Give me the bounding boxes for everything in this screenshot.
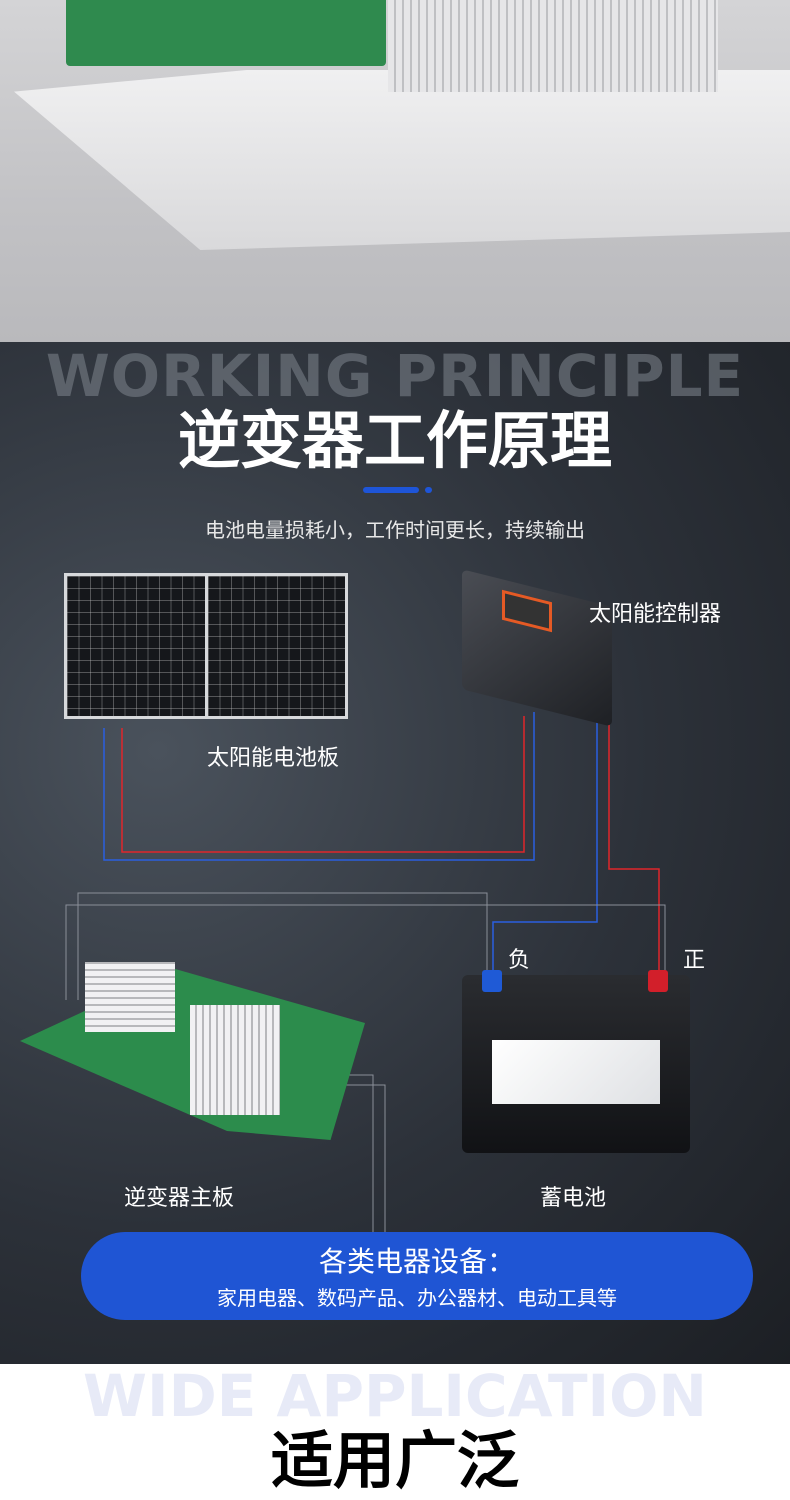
controller-label: 太阳能控制器 (589, 602, 722, 627)
solar-panel-label: 太阳能电池板 (207, 746, 340, 771)
inverter-label: 逆变器主板 (124, 1186, 235, 1211)
section-subtitle: 电池电量损耗小，工作时间更长，持续输出 (205, 518, 585, 542)
solar-panel-image (64, 573, 348, 719)
wire-controller-positive (608, 680, 660, 975)
working-principle-section (0, 342, 790, 1364)
negative-terminal (482, 970, 502, 992)
appliances-banner: 各类电器设备： 家用电器、数码产品、办公器材、电动工具等 (81, 1232, 753, 1320)
wire-inverter-negative (77, 892, 488, 1000)
battery-label: 蓄电池 (540, 1186, 607, 1211)
heatsink-photo (388, 0, 718, 92)
wire-panel-positive (121, 716, 525, 853)
negative-label: 负 (508, 948, 531, 973)
appliances-title: 各类电器设备： (318, 1245, 515, 1278)
positive-label: 正 (683, 948, 706, 973)
positive-terminal (648, 970, 668, 992)
wire-panel-negative (103, 712, 535, 861)
inverter-heatsink (190, 1005, 280, 1115)
inverter-heatsink-2 (85, 962, 175, 1032)
wire-output-1 (340, 1074, 374, 1232)
section2-watermark: WIDE APPLICATION (83, 1362, 707, 1430)
title-underline (363, 487, 419, 493)
inverter-pcb-photo (66, 0, 386, 66)
section-watermark: WORKING PRINCIPLE (45, 342, 745, 410)
section-title: 逆变器工作原理 (177, 404, 612, 477)
wire-controller-negative (492, 680, 598, 975)
appliances-list: 家用电器、数码产品、办公器材、电动工具等 (217, 1286, 617, 1310)
wire-inverter-positive (65, 904, 666, 1000)
battery-sticker (492, 1040, 660, 1104)
section2-title: 适用广泛 (270, 1424, 519, 1497)
title-underline-dot (425, 487, 432, 493)
wire-output-2 (340, 1084, 386, 1232)
